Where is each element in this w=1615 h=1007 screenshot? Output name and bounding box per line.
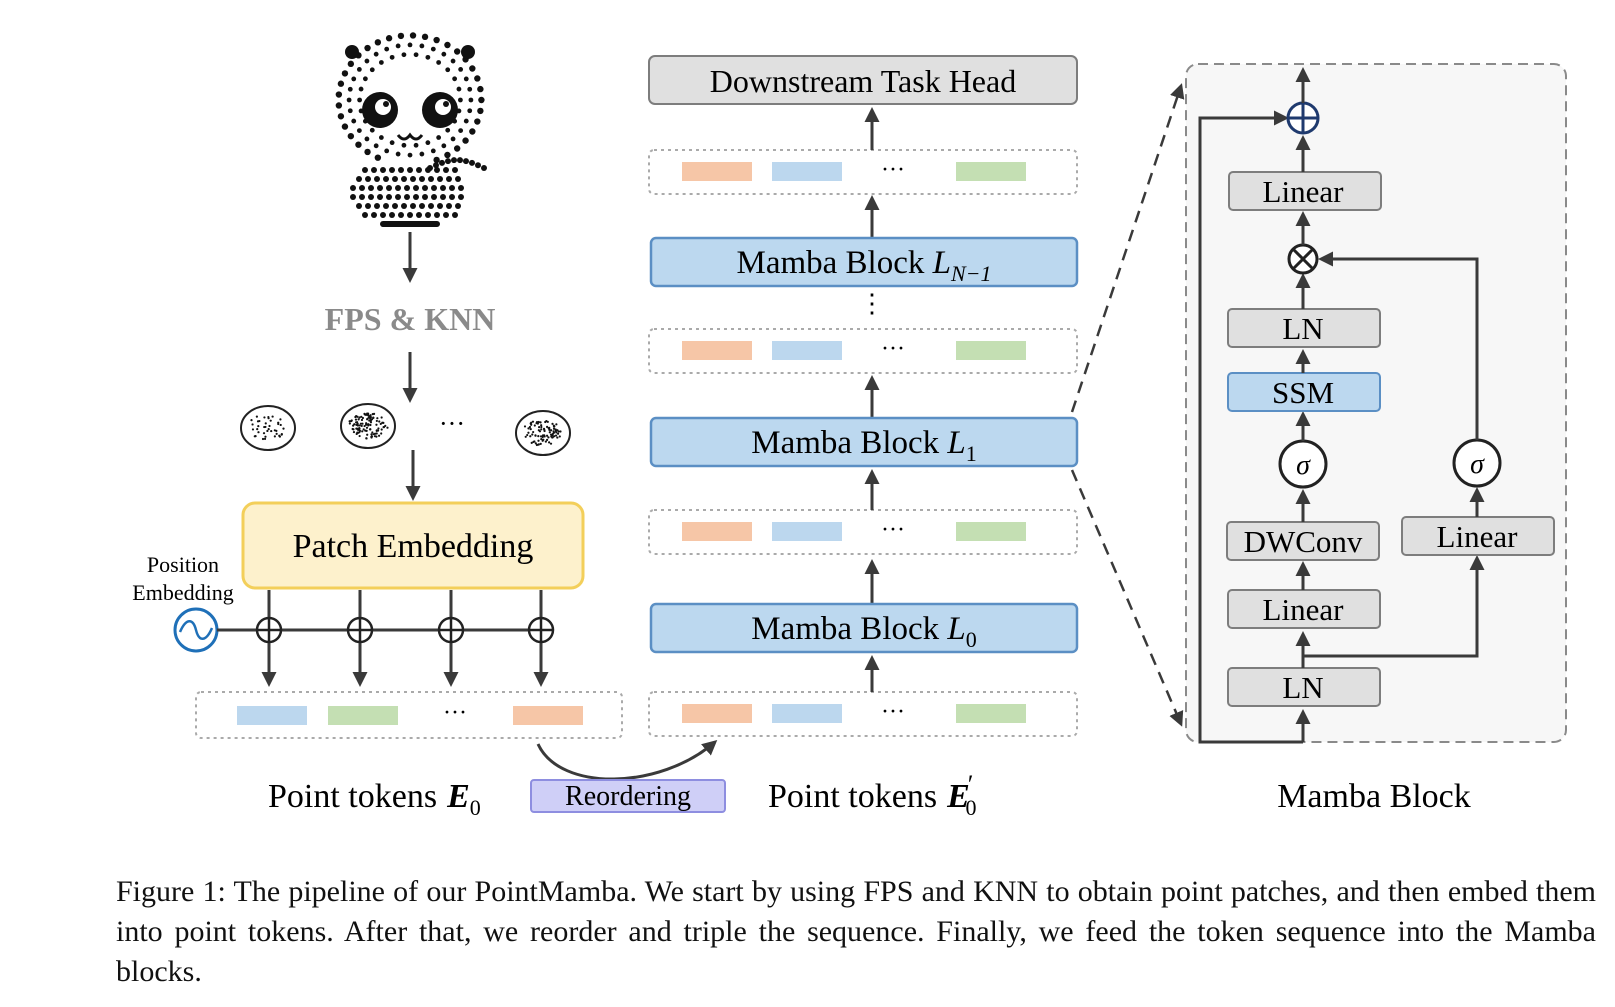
position-embedding-label-line2: Embedding (132, 580, 233, 605)
linear-top-box (1228, 171, 1382, 211)
mamba-block-1 (649, 416, 1079, 468)
patch-embedding-label: Patch Embedding (293, 528, 534, 565)
ssm-label: SSM (1272, 375, 1334, 410)
token-orange (682, 341, 752, 360)
point-patch-icon (340, 403, 396, 449)
dwconv-label: DWConv (1244, 524, 1363, 559)
downstream-task-head-label: Downstream Task Head (710, 63, 1016, 99)
add-icon (527, 616, 555, 644)
token-ellipsis: ··· (881, 517, 905, 543)
token-blue (237, 706, 307, 725)
position-embedding-icon (173, 607, 219, 653)
token-green (328, 706, 398, 725)
mamba-block-0-label: Mamba Block L0 (751, 611, 977, 652)
point-patch-icon (240, 405, 296, 451)
token-green (956, 162, 1026, 181)
token-sequence-box (648, 328, 1078, 374)
token-sequence-box (648, 691, 1078, 737)
add-icon (1286, 101, 1320, 135)
figure-caption: Figure 1: The pipeline of our PointMamba… (116, 875, 1596, 988)
token-sequence-box (195, 691, 623, 739)
token-blue (772, 162, 842, 181)
reorder-arrow (536, 740, 718, 781)
token-blue (772, 341, 842, 360)
patch-ellipsis: ··· (439, 409, 465, 438)
token-orange (513, 706, 583, 725)
token-ellipsis: ··· (443, 700, 467, 726)
patch-embedding-box (241, 501, 585, 590)
token-ellipsis: ··· (881, 699, 905, 725)
token-blue (772, 704, 842, 723)
add-icon (255, 616, 283, 644)
zoom-line-bottom (1070, 469, 1184, 727)
mamba-block-title: Mamba Block (1277, 778, 1471, 815)
mamba-block-n-minus-1-label: Mamba Block LN−1 (736, 245, 991, 286)
add-icon (346, 616, 374, 644)
position-embedding-label-line1: Position (147, 552, 219, 577)
downstream-task-head (648, 55, 1078, 105)
add-icon (437, 616, 465, 644)
token-sequence-box (648, 509, 1078, 555)
token-ellipsis: ··· (881, 336, 905, 362)
linear-mid-label: Linear (1263, 592, 1345, 627)
multiply-icon (1287, 243, 1319, 275)
token-ellipsis: ··· (881, 157, 905, 183)
token-orange (682, 704, 752, 723)
ln-top-label: LN (1282, 311, 1323, 346)
token-green (956, 704, 1026, 723)
point-patch-icon (515, 410, 571, 456)
token-orange (682, 522, 752, 541)
zoom-line-top (1070, 83, 1185, 413)
token-blue (772, 522, 842, 541)
residual-connection (1198, 110, 1303, 744)
token-sequence-box (648, 149, 1078, 195)
fps-knn-label: FPS & KNN (325, 301, 496, 337)
ln-bottom-label: LN (1282, 670, 1323, 705)
branch-arrow (1303, 555, 1485, 658)
linear-top-label: Linear (1263, 174, 1345, 209)
sigma-left-label: σ (1296, 450, 1311, 481)
token-green (956, 522, 1026, 541)
token-orange (682, 162, 752, 181)
linear-right-label: Linear (1437, 519, 1519, 554)
reordering-label: Reordering (565, 781, 691, 812)
gate-arrow (1318, 251, 1479, 440)
mamba-block-0 (649, 602, 1079, 654)
panda-mascot-icon (335, 32, 487, 227)
mamba-block-n-minus-1 (649, 236, 1079, 288)
reordering-badge (530, 779, 726, 813)
mamba-block-1-label: Mamba Block L1 (751, 425, 977, 466)
token-green (956, 341, 1026, 360)
sigma-right-label: σ (1470, 449, 1485, 480)
vertical-ellipsis: ⋮ (859, 289, 885, 318)
